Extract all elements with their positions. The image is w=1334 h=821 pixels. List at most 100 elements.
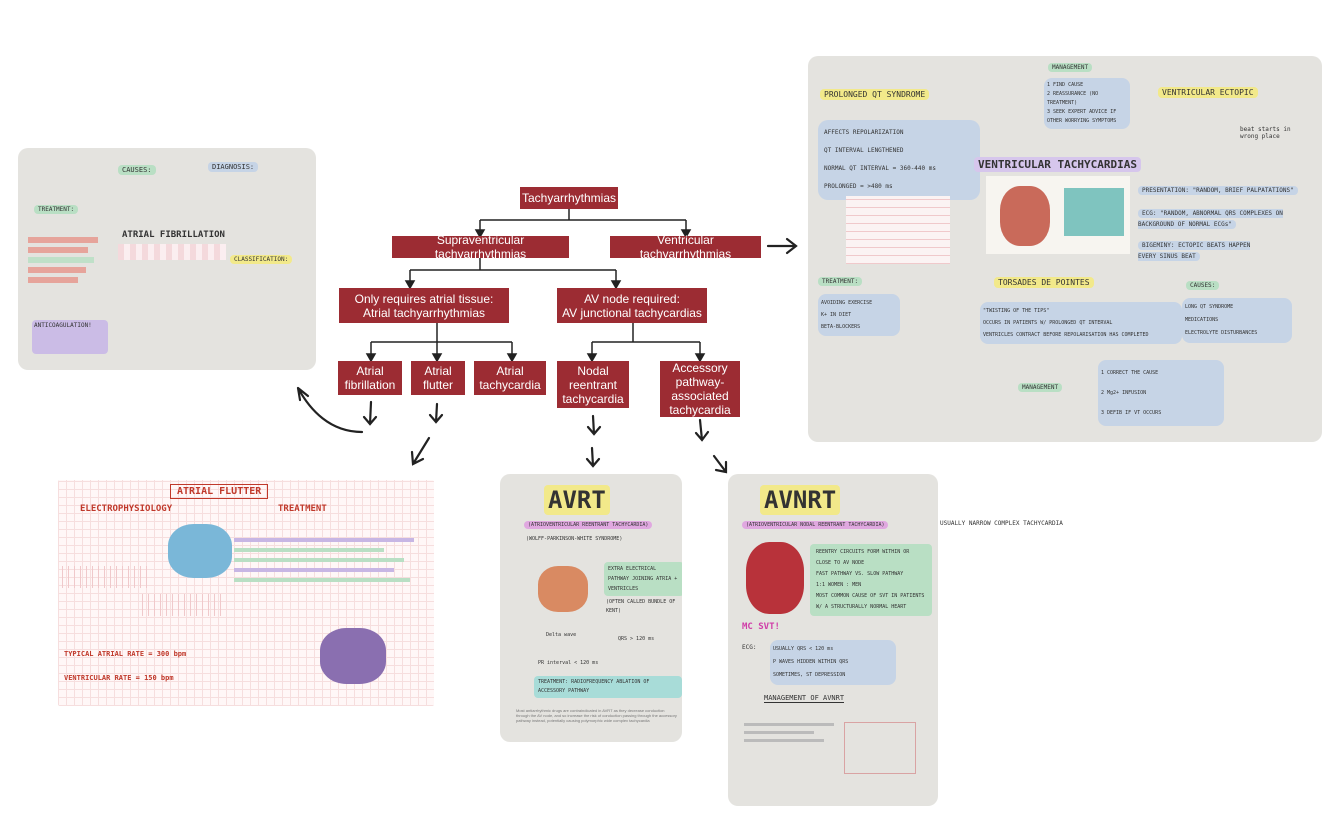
avrt-subtitle: (ATRIOVENTRICULAR REENTRANT TACHYCARDIA) <box>524 521 653 529</box>
vt-presentation-text: PRESENTATION: "RANDOM, BRIEF PALPATATION… <box>1138 186 1298 195</box>
af-classification-heading: CLASSIFICATION: <box>230 255 293 264</box>
box-label: Nodal reentrant tachycardia <box>562 363 624 406</box>
box-av-node: AV node required: AV junctional tachycar… <box>557 288 707 323</box>
avnrt-management-flowchart <box>744 718 924 798</box>
vt-note-card: PROLONGED QT SYNDROME AFFECTS REPOLARIZA… <box>808 56 1322 442</box>
box-supraventricular: Supraventricular tachyarrhythmias <box>392 233 569 261</box>
vt-management-list: 1 FIND CAUSE 2 REASSURANCE (NO TREATMENT… <box>1044 78 1130 129</box>
cause-item: ELECTROLYTE DISTURBANCES <box>1185 330 1258 336</box>
avnrt-notes: REENTRY CIRCUITS FORM WITHIN OR CLOSE TO… <box>810 544 932 616</box>
box-label: Supraventricular tachyarrhythmias <box>434 233 527 261</box>
vt-management-heading: MANAGEMENT <box>1048 63 1093 72</box>
avnrt-note-card: AVNRT (ATRIOVENTRICULAR NODAL REENTRANT … <box>728 474 938 806</box>
box-label: Atrial tachycardia <box>479 364 541 392</box>
vt-treatment-heading: TREATMENT: <box>818 277 863 286</box>
avnrt-subtitle: (ATRIOVENTRICULAR NODAL REENTRANT TACHYC… <box>742 521 889 529</box>
avrt-qrs-label: QRS > 120 ms <box>618 636 655 642</box>
vt-torsades-notes: "TWISTING OF THE TIPS" OCCURS IN PATIENT… <box>980 302 1182 344</box>
vt-bigeminy-text: BIGEMINY: ECTOPIC BEATS HAPPEN EVERY SIN… <box>1138 241 1251 261</box>
treatment-item: AVOIDING EXERCISE <box>821 300 873 306</box>
avnrt-note: MOST COMMON CAUSE OF SVT IN PATIENTS W/ … <box>816 593 925 610</box>
avrt-pathway-note: EXTRA ELECTRICAL PATHWAY JOINING ATRIA +… <box>604 562 682 596</box>
aflutter-rate: TYPICAL ATRIAL RATE = 300 bpm <box>64 650 187 658</box>
avrt-title: AVRT <box>544 485 610 515</box>
vt-presentation: PRESENTATION: "RANDOM, BRIEF PALPATATION… <box>1138 186 1318 195</box>
af-treatment-heading: TREATMENT: <box>34 205 79 214</box>
vt-ecg-text: ECG: "RANDOM, ABNORMAL QRS COMPLEXES ON … <box>1138 209 1283 229</box>
vt-management2-list: 1 CORRECT THE CAUSE 2 Mg2+ INFUSION 3 DE… <box>1098 360 1224 426</box>
avnrt-ecg-heading: ECG: <box>742 644 757 651</box>
aflutter-title: ATRIAL FLUTTER <box>170 484 269 499</box>
aflutter-treatment-heading: TREATMENT <box>278 504 327 514</box>
af-anticoag-note: ANTICOAGULATION! <box>32 320 108 354</box>
box-accessory-pathway: Accessory pathway- associated tachycardi… <box>660 361 740 417</box>
avrt-footnote: Most antiarrhythmic drugs are contraindi… <box>516 708 677 723</box>
vt-bigeminy: BIGEMINY: ECTOPIC BEATS HAPPEN EVERY SIN… <box>1138 240 1262 262</box>
aflutter-ecg-2 <box>142 594 224 616</box>
avrt-pr-label: PR interval < 120 ms <box>538 660 599 666</box>
avrt-heart-diagram <box>538 566 588 612</box>
lqts-note: PROLONGED = >480 ms <box>824 183 893 190</box>
avnrt-heart-diagram <box>746 542 804 614</box>
box-label: Tachyarrhythmias <box>521 191 617 205</box>
avnrt-management-heading: MANAGEMENT OF AVNRT <box>764 694 845 703</box>
cause-item: MEDICATIONS <box>1185 317 1219 323</box>
aflutter-treatment-lines <box>234 532 430 692</box>
box-atrial-fibrillation: Atrial fibrillation <box>338 361 402 395</box>
aflutter-note-card: ATRIAL FLUTTER ELECTROPHYSIOLOGY TREATME… <box>58 480 434 706</box>
management-item: 1 FIND CAUSE <box>1047 82 1084 88</box>
avnrt-ecg-item: SOMETIMES, ST DEPRESSION <box>773 672 846 678</box>
aflutter-ecg-1 <box>62 566 152 588</box>
vt-ecg: ECG: "RANDOM, ABNORMAL QRS COMPLEXES ON … <box>1138 208 1298 230</box>
box-label: Accessory pathway- associated tachycardi… <box>669 361 731 417</box>
af-causes-heading: CAUSES: <box>118 165 156 175</box>
torsades-note: VENTRICLES CONTRACT BEFORE REPOLARISATIO… <box>983 332 1149 338</box>
avrt-delta-label: Delta wave <box>546 632 577 638</box>
box-atrial-only: Only requires atrial tissue: Atrial tach… <box>339 288 509 323</box>
avnrt-note: FAST PATHWAY VS. SLOW PATHWAY <box>816 571 904 577</box>
box-label: Only requires atrial tissue: Atrial tach… <box>354 291 494 320</box>
avnrt-svt-label: MC SVT! <box>742 622 780 632</box>
avnrt-note: REENTRY CIRCUITS FORM WITHIN OR CLOSE TO… <box>816 549 910 566</box>
avrt-note-card: AVRT (ATRIOVENTRICULAR REENTRANT TACHYCA… <box>500 474 682 742</box>
af-ecg-strip <box>118 244 226 260</box>
lqts-note: NORMAL QT INTERVAL = 360-440 ms <box>824 165 936 172</box>
vt-ectopic-heading: VENTRICULAR ECTOPIC <box>1158 87 1258 98</box>
avnrt-note: 1:1 WOMEN : MEN <box>816 582 862 588</box>
vt-qt-ecg <box>846 196 950 264</box>
vt-lqts-notes: AFFECTS REPOLARIZATION QT INTERVAL LENGT… <box>818 120 980 200</box>
avnrt-side-note: USUALLY NARROW COMPLEX TACHYCARDIA <box>940 520 1063 527</box>
avnrt-ecg-item: P WAVES HIDDEN WITHIN QRS <box>773 659 849 665</box>
management2-item: 2 Mg2+ INFUSION <box>1101 390 1147 396</box>
vt-management2-heading: MANAGEMENT <box>1018 383 1063 392</box>
af-treatment-highlights <box>28 233 108 313</box>
vt-title: VENTRICULAR TACHYCARDIAS <box>974 157 1141 172</box>
box-atrial-flutter: Atrial flutter <box>411 361 465 395</box>
aflutter-heart-diagram <box>168 524 232 578</box>
af-anticoag-label: ANTICOAGULATION! <box>34 322 92 329</box>
management-item: 2 REASSURANCE (NO TREATMENT) <box>1047 91 1099 106</box>
aflutter-vent-rate: VENTRICULAR RATE = 150 bpm <box>64 674 174 682</box>
management2-item: 3 DEFIB IF VT OCCURS <box>1101 410 1162 416</box>
lqts-note: QT INTERVAL LENGTHENED <box>824 147 904 154</box>
avrt-kent-note: (OFTEN CALLED BUNDLE OF KENT) <box>606 599 676 614</box>
aflutter-heart-diagram-2 <box>320 628 386 684</box>
treatment-item: K+ IN DIET <box>821 312 852 318</box>
af-title: ATRIAL FIBRILLATION <box>122 230 225 240</box>
vt-heart-diagram <box>986 176 1130 254</box>
avrt-treatment: TREATMENT: RADIOFREQUENCY ABLATION OF AC… <box>534 676 682 698</box>
box-label: AV node required: AV junctional tachycar… <box>562 291 702 320</box>
management-item: 3 SEEK EXPERT ADVICE IF OTHER WORRYING S… <box>1047 109 1117 124</box>
cause-item: LONG QT SYNDROME <box>1185 304 1234 310</box>
vt-treatment-list: AVOIDING EXERCISE K+ IN DIET BETA-BLOCKE… <box>818 294 900 336</box>
box-ventricular: Ventricular tachyarrhythmias <box>610 233 761 261</box>
avnrt-title: AVNRT <box>760 485 841 515</box>
box-nodal-reentrant: Nodal reentrant tachycardia <box>557 361 629 408</box>
torsades-note: OCCURS IN PATIENTS W/ PROLONGED QT INTER… <box>983 320 1113 326</box>
avnrt-ecg-list: USUALLY QRS < 120 ms P WAVES HIDDEN WITH… <box>770 640 896 685</box>
box-label: Atrial flutter <box>422 364 453 392</box>
vt-torsades-heading: TORSADES DE POINTES <box>994 277 1094 288</box>
treatment-item: BETA-BLOCKERS <box>821 324 861 330</box>
management2-item: 1 CORRECT THE CAUSE <box>1101 370 1159 376</box>
vt-causes-list: LONG QT SYNDROME MEDICATIONS ELECTROLYTE… <box>1182 298 1292 343</box>
